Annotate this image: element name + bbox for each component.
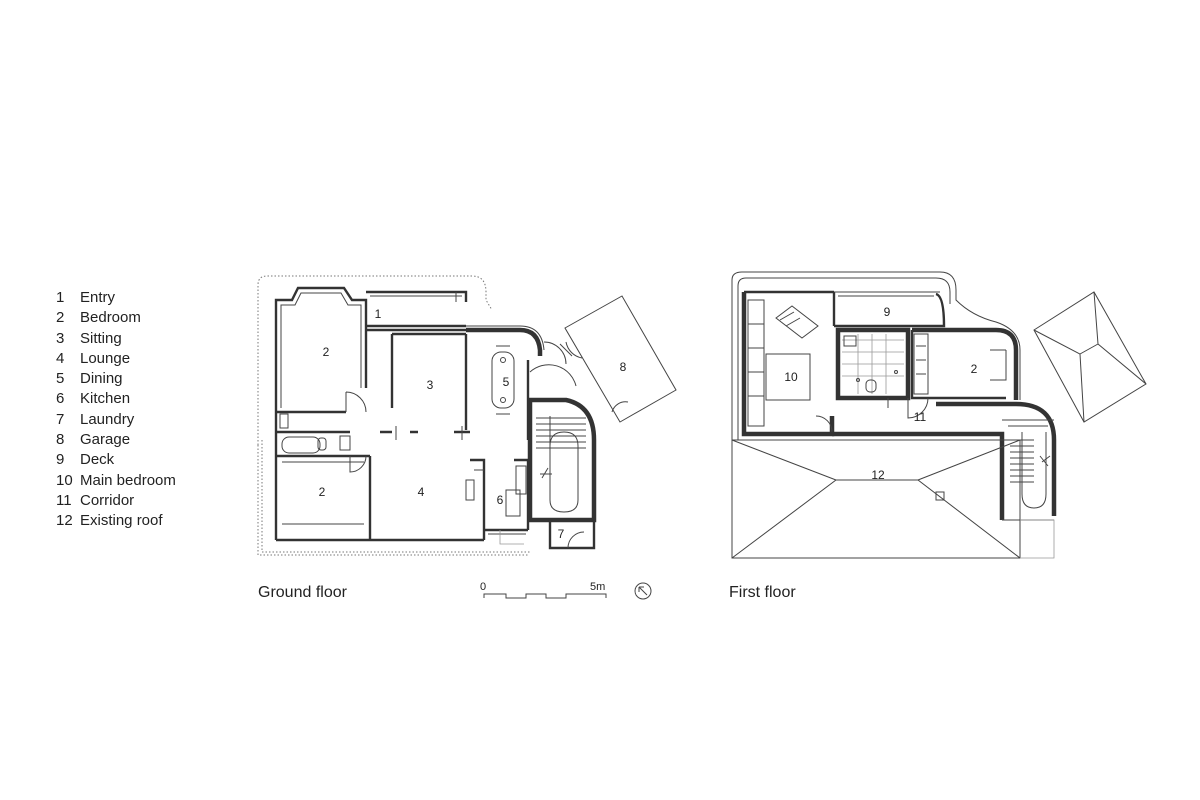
first-bedroom-room: [907, 327, 1019, 419]
dining-room: [466, 325, 545, 530]
scale-end-label: 5m: [590, 581, 605, 593]
first-label-corridor: 11: [914, 410, 927, 424]
ground-floor-plan: 1 2 2 3 4 5 6 7 8: [257, 275, 677, 556]
scale-start-label: 0: [480, 581, 486, 593]
garage-room: [564, 295, 677, 423]
ground-label-kitchen: 6: [497, 493, 504, 507]
entry-room: [366, 290, 468, 328]
ground-label-laundry: 7: [558, 527, 565, 541]
main-bedroom-room: [741, 290, 940, 437]
bedroom-bottom-room: [276, 456, 372, 542]
first-stair: [1002, 419, 1054, 521]
first-floor-plan: 9 10 2 11 12: [731, 271, 1147, 559]
ensuite-room: [835, 327, 911, 401]
ground-label-bedroom-top: 2: [323, 345, 330, 359]
first-label-main-bedroom: 10: [784, 370, 798, 384]
bathroom-strip: [274, 412, 370, 540]
laundry-room: [548, 520, 596, 550]
first-label-roof: 12: [871, 468, 885, 482]
first-floor-caption: First floor: [729, 584, 796, 601]
scale-bar: 0 5m: [480, 581, 607, 599]
ground-label-bedroom-bottom: 2: [319, 485, 326, 499]
garage-roof: [1033, 291, 1147, 423]
deck-room: [834, 292, 946, 328]
kitchen-room: [484, 458, 528, 545]
ground-label-garage: 8: [620, 360, 627, 374]
north-arrow-icon: [634, 582, 652, 600]
first-label-bedroom: 2: [971, 362, 978, 376]
existing-roof: [731, 439, 1055, 559]
first-label-deck: 9: [884, 305, 891, 319]
bedroom-top-room: [274, 286, 368, 414]
ground-floor-caption: Ground floor: [258, 584, 347, 601]
ground-label-dining: 5: [503, 375, 510, 389]
sitting-room: [366, 328, 470, 440]
ground-label-sitting: 3: [427, 378, 434, 392]
lounge-room: [370, 458, 486, 542]
corridor-room: [832, 398, 1057, 520]
ground-label-lounge: 4: [418, 485, 425, 499]
ground-label-entry: 1: [375, 307, 382, 321]
ground-stair: [527, 364, 597, 523]
